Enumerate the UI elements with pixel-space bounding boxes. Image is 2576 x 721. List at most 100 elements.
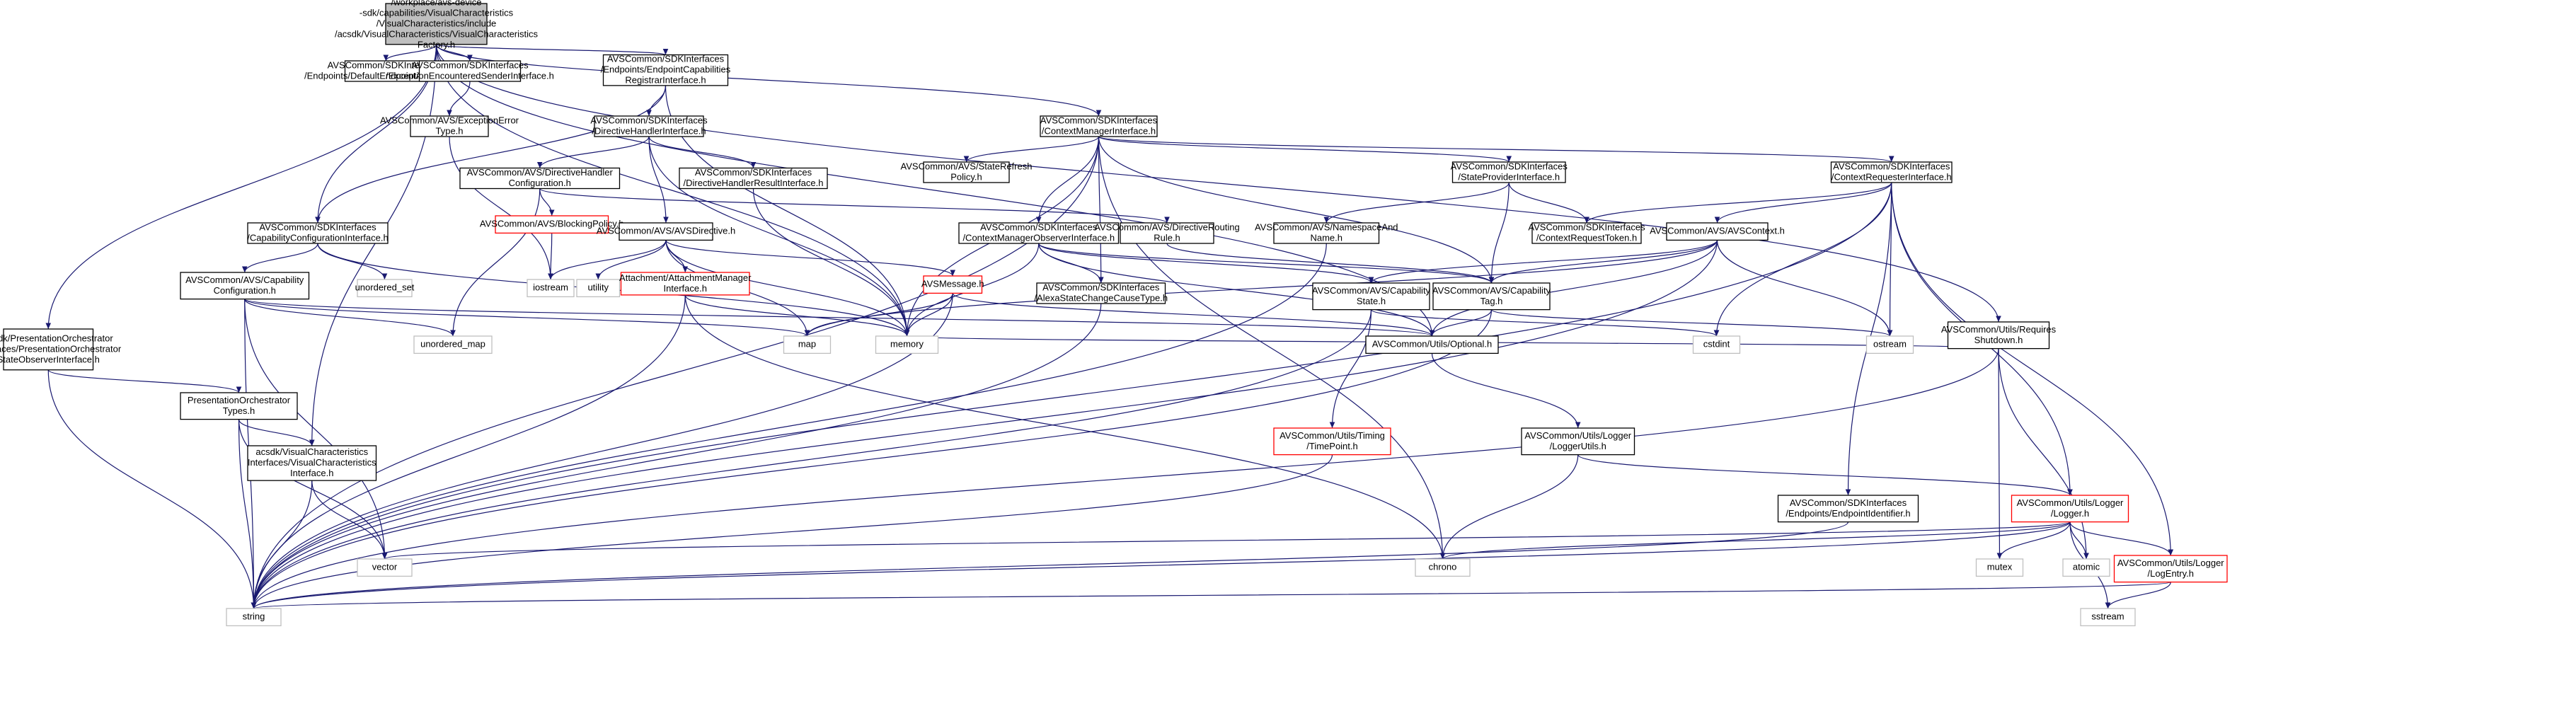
edge-blocking-to-iostream (548, 233, 553, 280)
edge-capState-to-timePoint (1329, 309, 1372, 429)
node-stateProv[interactable]: AVSCommon/SDKInterfaces/StateProviderInt… (1451, 161, 1568, 183)
node-ctxMgr[interactable]: AVSCommon/SDKInterfaces/ContextManagerIn… (1040, 115, 1158, 137)
edge-capCfg-to-vector (244, 299, 388, 560)
node-label-ctxMgr-line-0: AVSCommon/SDKInterfaces (1040, 115, 1158, 126)
node-label-capState-line-0: AVSCommon/AVS/Capability (1312, 285, 1431, 296)
node-excSender[interactable]: AVSCommon/SDKInterfaces/ExceptionEncount… (386, 60, 554, 82)
node-logEntry[interactable]: AVSCommon/Utils/Logger/LogEntry.h (2113, 555, 2228, 583)
node-avsContext[interactable]: AVSCommon/AVS/AVSContext.h (1650, 222, 1785, 241)
edge-loggerUtils-to-logger (1577, 454, 2073, 496)
node-timePoint[interactable]: AVSCommon/Utils/Timing/TimePoint.h (1273, 427, 1391, 456)
edge-logger-to-vector (382, 521, 2071, 560)
node-iostream: iostream (527, 279, 575, 298)
node-alexaState[interactable]: AVSCommon/SDKInterfaces/AlexaStateChange… (1034, 282, 1168, 304)
node-label-utility-line-0: utility (587, 282, 609, 293)
node-dirHandlerCfg[interactable]: AVSCommon/AVS/DirectiveHandlerConfigurat… (459, 167, 621, 190)
node-loggerUtils[interactable]: AVSCommon/Utils/Logger/LoggerUtils.h (1521, 427, 1635, 456)
node-logger[interactable]: AVSCommon/Utils/Logger/Logger.h (2011, 495, 2129, 523)
edge-root-to-visIface (309, 44, 437, 446)
node-dirHandlerResult[interactable]: AVSCommon/SDKInterfaces/DirectiveHandler… (679, 167, 828, 190)
node-box-capCfg (180, 272, 310, 300)
edge-ctxMgr-to-stateProv (1098, 136, 1512, 163)
node-unorderedSet: unordered_set (355, 279, 415, 298)
node-label-loggerUtils-line-0: AVSCommon/Utils/Logger (1524, 430, 1631, 441)
node-presObs[interactable]: acsdk/PresentationOrchestratorInterfaces… (0, 328, 122, 371)
edge-nsName-to-string (251, 243, 1327, 609)
node-box-avsContext (1666, 222, 1769, 241)
node-label-capState-line-1: State.h (1357, 296, 1386, 306)
node-label-cstdint-line-0: cstdint (1703, 339, 1730, 350)
node-label-dirHandlerResult-line-0: AVSCommon/SDKInterfaces (695, 167, 812, 178)
node-label-string-line-0: string (243, 611, 265, 622)
edge-capCfgIface-to-unorderedSet (317, 243, 388, 280)
node-optional[interactable]: AVSCommon/Utils/Optional.h (1365, 335, 1499, 354)
node-string: string (226, 608, 282, 627)
edge-presObs-to-presTypes (47, 369, 242, 393)
node-capReg[interactable]: AVSCommon/SDKInterfaces/Endpoints/Endpoi… (601, 54, 731, 86)
node-avsMessage[interactable]: AVSMessage.h (921, 275, 984, 294)
node-capCfgIface[interactable]: AVSCommon/SDKInterfaces/CapabilityConfig… (247, 222, 389, 244)
edge-loggerUtils-to-chrono (1439, 454, 1579, 560)
node-label-dirHandlerResult-line-1: /DirectiveHandlerResultInterface.h (684, 178, 824, 188)
edge-capCfg-to-map (244, 299, 810, 337)
node-label-presTypes-line-1: Types.h (223, 405, 255, 416)
node-ctxReq[interactable]: AVSCommon/SDKInterfaces/ContextRequester… (1830, 161, 1953, 183)
node-visIface[interactable]: acsdk/VisualCharacteristicsInterfaces/Vi… (247, 445, 376, 481)
node-label-dirHandler-line-0: AVSCommon/SDKInterfaces (590, 115, 708, 126)
node-root[interactable]: /workplace/avs-device-sdk/capabilities/V… (335, 0, 539, 50)
node-capCfg[interactable]: AVSCommon/AVS/CapabilityConfiguration.h (180, 272, 310, 300)
edge-logEntry-to-sstream (2105, 582, 2171, 609)
edge-logger-to-logEntry (2069, 521, 2174, 556)
node-endpointId[interactable]: AVSCommon/SDKInterfaces/Endpoints/Endpoi… (1777, 495, 1919, 523)
node-box-ctxMgrObs (958, 222, 1120, 244)
node-label-avsDirective-line-0: AVSCommon/AVS/AVSDirective.h (597, 226, 736, 236)
node-box-requiresShutdown (1947, 321, 2050, 350)
node-label-requiresShutdown-line-0: AVSCommon/Utils/Requires (1941, 324, 2057, 335)
edge-ctxReq-to-ctxReqToken (1584, 182, 1892, 224)
node-label-excError-line-0: AVSCommon/AVS/ExceptionError (380, 115, 519, 126)
node-box-unorderedMap (413, 335, 493, 354)
node-box-ctxReqToken (1531, 222, 1642, 244)
node-ctxReqToken[interactable]: AVSCommon/SDKInterfaces/ContextRequestTo… (1528, 222, 1645, 244)
edge-avsDirective-to-avsMessage (665, 240, 955, 277)
node-label-ctxReq-line-1: /ContextRequesterInterface.h (1832, 172, 1952, 183)
node-label-endpointId-line-0: AVSCommon/SDKInterfaces (1790, 497, 1907, 508)
node-box-stateProv (1451, 161, 1566, 183)
node-label-capReg-line-0: AVSCommon/SDKInterfaces (607, 54, 725, 64)
node-box-atomic (2062, 558, 2110, 577)
edge-avsMessage-to-string (251, 293, 953, 609)
edge-ctxReq-to-logEntry (1891, 182, 2174, 556)
node-mutex: mutex (1975, 558, 2024, 577)
edge-avsContext-to-ostream (1716, 240, 1893, 337)
edge-avsDirective-to-utility (595, 240, 667, 280)
edge-dirHandlerCfg-to-unorderedMap (450, 188, 541, 337)
node-label-dirHandlerCfg-line-0: AVSCommon/AVS/DirectiveHandler (467, 167, 614, 178)
node-box-chrono (1415, 558, 1471, 577)
node-box-attachMgr (620, 272, 750, 296)
node-box-capCfgIface (247, 222, 389, 244)
node-label-stateProv-line-1: /StateProviderInterface.h (1458, 172, 1560, 183)
edge-visIface-to-string (251, 480, 313, 609)
edge-root-to-ctxMgr (435, 44, 1102, 117)
node-label-blocking-line-0: AVSCommon/AVS/BlockingPolicy.h (480, 219, 624, 229)
node-box-presObs (3, 328, 94, 371)
node-box-sstream (2080, 608, 2136, 627)
node-box-root (385, 3, 488, 45)
node-ctxMgrObs[interactable]: AVSCommon/SDKInterfaces/ContextManagerOb… (958, 222, 1120, 244)
node-avsDirective[interactable]: AVSCommon/AVS/AVSDirective.h (597, 222, 736, 241)
node-box-logEntry (2113, 555, 2228, 583)
node-dirHandler[interactable]: AVSCommon/SDKInterfaces/DirectiveHandler… (590, 115, 708, 137)
edge-capCfg-to-optional (244, 299, 1434, 337)
node-label-dirRouting-line-0: AVSCommon/AVS/DirectiveRouting (1094, 222, 1239, 233)
edge-stateProv-to-ctxReqToken (1508, 182, 1589, 224)
node-blocking[interactable]: AVSCommon/AVS/BlockingPolicy.h (480, 215, 624, 234)
